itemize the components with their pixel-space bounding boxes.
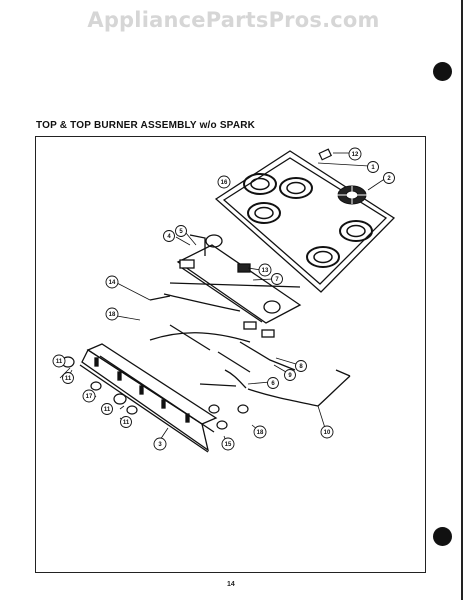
callout-18-lower: 18: [257, 430, 264, 436]
binder-hole-top: [433, 62, 452, 81]
diagram-frame: [35, 136, 426, 573]
burner-head: [336, 185, 368, 205]
callout-14: 14: [109, 280, 116, 286]
callout-17: 17: [86, 394, 93, 400]
callout-8: 8: [299, 364, 303, 370]
callout-6: 6: [271, 381, 275, 387]
callout-bubbles: [52, 147, 395, 451]
leader-lines: [59, 152, 387, 442]
manifold-panel: [79, 343, 218, 453]
page-number: 14: [227, 581, 235, 588]
callout-11-left: 11: [65, 376, 72, 382]
cooktop-panel: [214, 150, 396, 293]
callout-7: 7: [275, 277, 279, 283]
callout-3: 3: [158, 442, 162, 448]
callout-4: 4: [167, 234, 171, 240]
callout-5: 5: [179, 229, 183, 235]
callout-15: 15: [225, 442, 232, 448]
callout-12: 12: [352, 152, 359, 158]
diagram-title: TOP & TOP BURNER ASSEMBLY w/o SPARK: [36, 120, 256, 131]
burner-assembly: [149, 234, 302, 373]
callout-18-upper: 18: [109, 312, 116, 318]
callout-11-low: 11: [123, 420, 130, 426]
retaining-clip: [318, 148, 333, 161]
callout-9: 9: [288, 373, 292, 379]
callout-10: 10: [324, 430, 331, 436]
binder-hole-bottom: [433, 527, 452, 546]
callout-13: 13: [262, 268, 269, 274]
gas-tube: [199, 369, 351, 407]
callout-labels: 12 1 2 16 4 5 13 7 14 18 11 8 9 6 11 17 …: [56, 152, 392, 448]
callout-2: 2: [387, 176, 391, 182]
burner-rings: [243, 173, 373, 268]
callout-1: 1: [371, 165, 375, 171]
callout-16: 16: [221, 180, 228, 186]
callout-11-mid: 11: [104, 407, 111, 413]
watermark: AppliancePartsPros.com: [87, 8, 380, 32]
valve-knobs: [61, 356, 249, 430]
callout-11-top: 11: [56, 359, 63, 365]
